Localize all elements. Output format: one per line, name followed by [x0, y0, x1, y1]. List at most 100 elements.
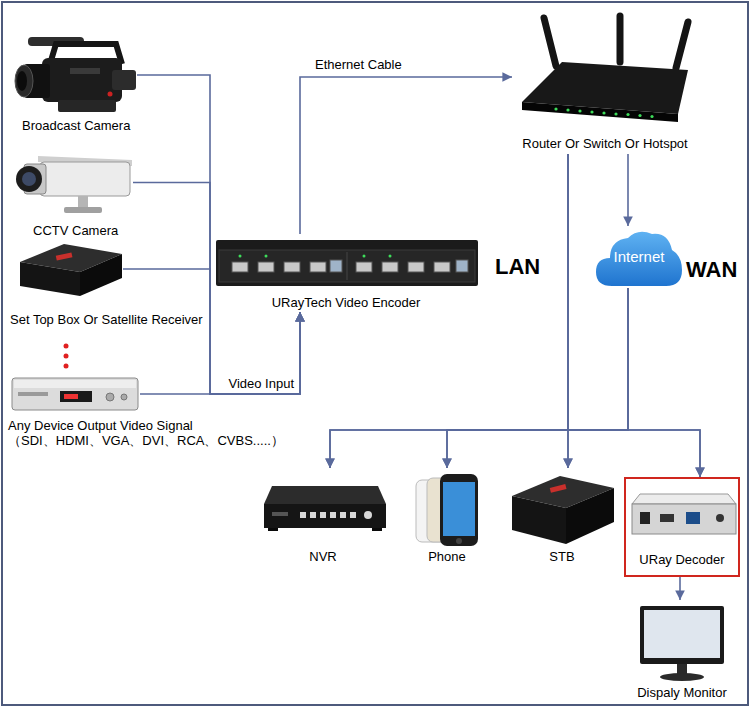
caption-group: URay Decoder [639, 552, 724, 567]
set-top-box-icon [80, 254, 122, 296]
cloud-shape [596, 232, 682, 286]
router-icon [602, 111, 605, 114]
encoder-icon [265, 255, 268, 258]
video-encoder: URayTech Video Encoder [212, 234, 480, 312]
phone-icon [416, 474, 478, 546]
video-source-device: Any Device Output Video Signal（SDI、HDMI、… [10, 374, 140, 414]
router-icon [676, 22, 688, 68]
connector-arrow [447, 288, 628, 468]
broadcast-camera-icon [108, 92, 113, 97]
connector-arrow [300, 77, 512, 234]
ellipsis-dots [64, 344, 69, 349]
nvr-icon [272, 512, 288, 516]
router: Router Or Switch Or Hotspot [512, 10, 698, 154]
set-top-box-icon [512, 496, 566, 544]
caption-group: STB [549, 549, 574, 564]
encoder-icon [232, 262, 248, 272]
set-top-box: STB [508, 468, 616, 568]
router-icon [544, 18, 556, 66]
nvr-icon [364, 511, 372, 519]
caption-group: Dispaly Monitor [637, 685, 727, 700]
monitor-icon [640, 606, 724, 681]
router-icon [566, 108, 569, 111]
encoder-icon [356, 262, 372, 272]
router-icon [522, 16, 688, 122]
nvr-icon [350, 512, 356, 518]
connector-arrow [568, 154, 700, 477]
caption-group: Any Device Output Video Signal（SDI、HDMI、… [8, 418, 284, 448]
monitor-icon [644, 610, 720, 658]
device-caption: Router Or Switch Or Hotspot [522, 136, 687, 151]
encoder-icon [389, 255, 392, 258]
nvr-icon [268, 528, 278, 531]
nvr-icon [264, 486, 386, 531]
encoder-icon [216, 240, 478, 286]
nvr-icon [310, 512, 316, 518]
set-top-box-icon [512, 476, 614, 544]
broadcast-camera-icon [112, 70, 136, 90]
ellipsis-dots [64, 354, 69, 359]
nvr-icon [300, 512, 306, 518]
cctv-camera-icon [16, 166, 42, 192]
set-top-box: Set Top Box Or Satellite Receiver [18, 240, 123, 298]
router-icon [554, 107, 557, 110]
router-icon [650, 115, 653, 118]
nvr-icon [340, 512, 346, 518]
cctv-camera-icon [40, 162, 130, 196]
connector-arrow [133, 183, 300, 395]
connector-arrow [627, 154, 629, 226]
device-caption: Broadcast Camera [22, 118, 130, 133]
broadcast-camera-icon [42, 58, 122, 102]
broadcast-camera-icon [17, 71, 27, 91]
phone-icon [443, 482, 475, 536]
device-caption: STB [549, 549, 574, 564]
video-device-icon [106, 393, 114, 401]
phone: Phone [410, 468, 484, 568]
decoder-icon [632, 504, 736, 534]
connector-arrow [330, 288, 628, 468]
router-icon [590, 110, 593, 113]
encoder-icon [216, 240, 478, 286]
network-zone-label: WAN [686, 257, 737, 283]
connector-arrow [330, 154, 568, 468]
set-top-box-icon [550, 484, 567, 493]
encoder-icon [347, 252, 348, 280]
caption-group: URayTech Video Encoder [272, 295, 421, 310]
router-icon [626, 113, 629, 116]
encoder-icon [456, 260, 468, 272]
router-icon [522, 102, 678, 122]
router-icon [617, 16, 624, 62]
connector-arrow [679, 577, 681, 600]
encoder-icon [258, 262, 274, 272]
encoder-icon [330, 260, 342, 272]
device-caption: Any Device Output Video Signal [8, 418, 284, 433]
device-caption: NVR [309, 549, 336, 564]
nvr: NVR [258, 468, 388, 568]
decoder-icon [686, 512, 700, 524]
device-caption: URay Decoder [639, 552, 724, 567]
encoder-icon [219, 250, 475, 282]
cctv-camera-icon [22, 172, 36, 186]
device-caption: CCTV Camera [33, 223, 118, 238]
router-icon [638, 114, 641, 117]
nvr-icon [372, 528, 382, 531]
video-device-icon [64, 394, 78, 399]
monitor-icon [640, 606, 724, 664]
phone-icon [456, 538, 462, 544]
device-caption: Phone [428, 549, 466, 564]
connector-arrow [123, 269, 300, 394]
video-device-icon [121, 394, 127, 400]
decoder-icon [660, 514, 674, 522]
encoder-icon [284, 262, 300, 272]
encoder-icon [310, 262, 326, 272]
nvr-icon [320, 512, 326, 518]
set-top-box-icon [56, 252, 73, 260]
caption-group: Internet [614, 248, 665, 266]
caption-group: Router Or Switch Or Hotspot [522, 136, 687, 151]
caption-group: Broadcast Camera [22, 118, 130, 133]
broadcast-camera-icon [58, 100, 116, 112]
ellipsis-dots [64, 364, 69, 369]
